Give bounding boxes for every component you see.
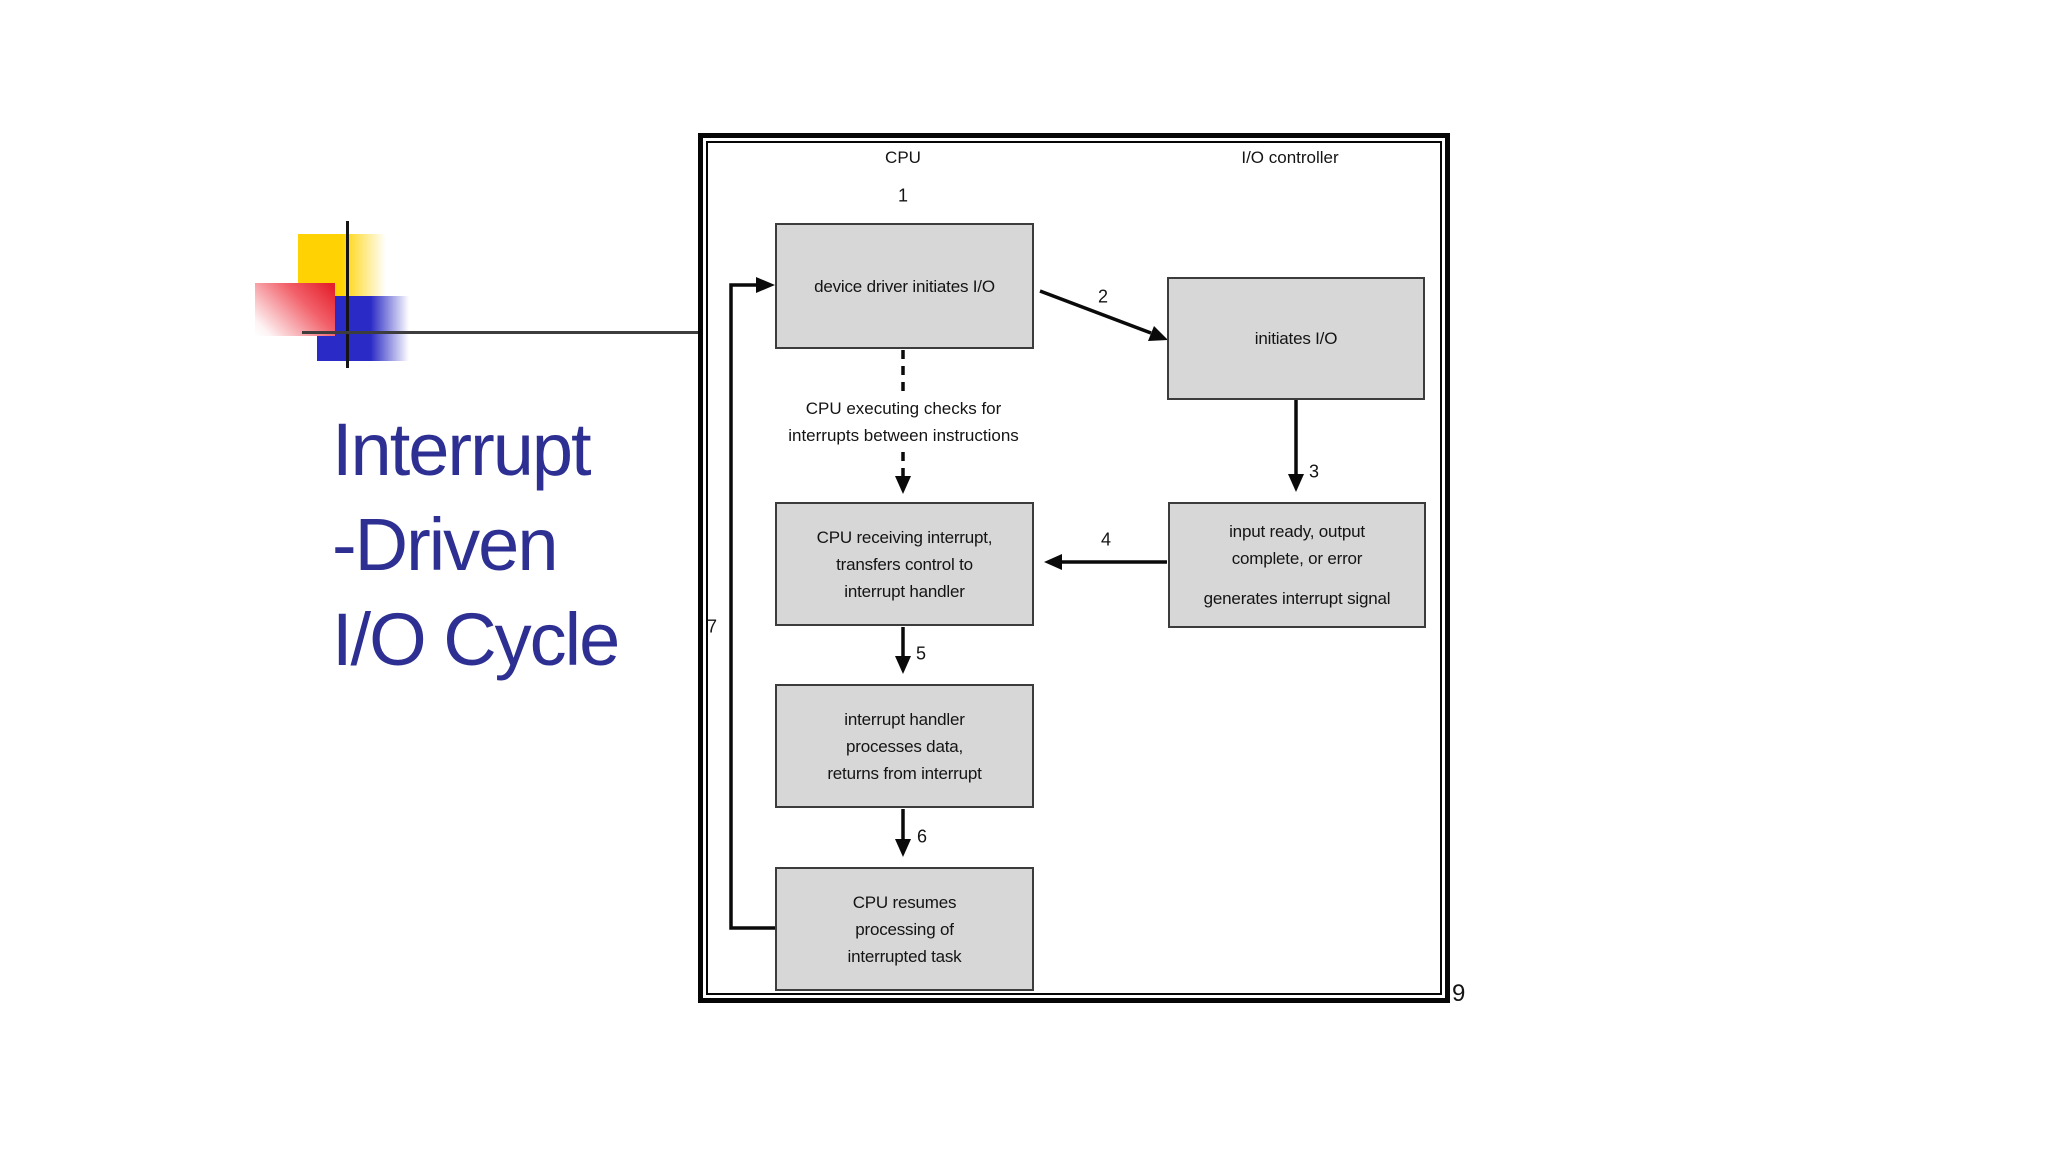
logo-red-square: [255, 283, 335, 336]
logo-horizontal-rule: [302, 331, 704, 334]
step-label-7: 7: [706, 616, 718, 637]
box-device-driver-text: device driver initiates I/O: [814, 276, 995, 296]
interrupt-check-annotation: CPU executing checks for interrupts betw…: [788, 399, 1019, 445]
step-label-6: 6: [916, 826, 928, 847]
step-label-2: 2: [1097, 286, 1109, 307]
box-interrupt-handler: interrupt handler processes data, return…: [775, 675, 1042, 808]
box-input-ready: input ready, output complete, or error g…: [1168, 493, 1434, 628]
box-cpu-resumes: CPU resumes processing of interrupted ta…: [775, 858, 1042, 991]
box-device-driver-initiates-io: device driver initiates I/O: [775, 214, 1042, 349]
box-input-ready-text: input ready, output complete, or error: [1229, 522, 1365, 568]
box-initiates-io: initiates I/O: [1167, 268, 1433, 400]
column-label-cpu: CPU: [885, 148, 921, 167]
step-label-4: 4: [1100, 529, 1112, 550]
box-cpu-resumes-text: CPU resumes processing of interrupted ta…: [847, 892, 962, 966]
box-generates-signal-text: generates interrupt signal: [1203, 589, 1391, 608]
box-cpu-receiving-text: CPU receiving interrupt, transfers contr…: [816, 527, 993, 601]
step-label-1: 1: [897, 185, 909, 206]
logo-vertical-line: [346, 221, 349, 368]
diagram-frame-inner-border: [706, 141, 1442, 995]
box-cpu-receiving-interrupt: CPU receiving interrupt, transfers contr…: [775, 493, 1042, 626]
step-label-3: 3: [1308, 461, 1320, 482]
slide-title: Interrupt -Driven I/O Cycle: [332, 408, 620, 681]
column-label-io-controller: I/O controller: [1241, 148, 1339, 167]
box-interrupt-handler-text: interrupt handler processes data, return…: [827, 709, 982, 783]
step-label-5: 5: [915, 643, 927, 664]
page-number: 9: [1452, 980, 1466, 1007]
box-initiates-io-text: initiates I/O: [1254, 329, 1338, 348]
